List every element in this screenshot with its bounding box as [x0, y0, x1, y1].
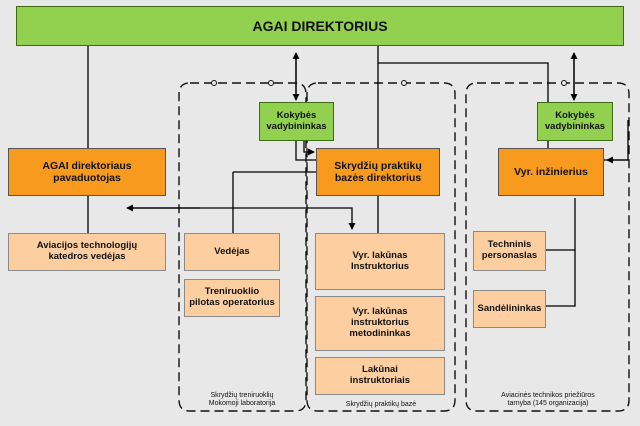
- connector-dot: [268, 80, 274, 86]
- quality-manager-right-box: Kokybės vadybininkas: [537, 102, 613, 141]
- storekeeper-box: Sandėlininkas: [473, 290, 546, 328]
- group-border-maintenance: [465, 82, 630, 412]
- simulator-operator-box: Treniruoklio pilotas operatorius: [184, 279, 280, 317]
- connector-dot: [561, 80, 567, 86]
- group-label-practice-base: Skrydžių praktikų bazė: [345, 401, 417, 408]
- group-border-simulator-lab: [178, 82, 307, 412]
- line-engineer-staff: [546, 198, 576, 307]
- group-label-maintenance: Aviacinės technikos priežiūros tarnyba (…: [501, 392, 595, 408]
- connector-dot: [211, 80, 217, 86]
- chief-engineer-box: Vyr. inžinierius: [498, 148, 604, 196]
- arrow-quality-left-base: [303, 141, 315, 156]
- technical-staff-box: Techninis personaslas: [473, 231, 546, 271]
- chief-methodist-box: Vyr. lakūnas instruktorius metodininkas: [315, 296, 445, 351]
- manager-box: Vedėjas: [184, 233, 280, 271]
- arrow-deputy-base: [130, 207, 356, 230]
- connector-dot: [401, 80, 407, 86]
- group-label-simulator-lab: Skrydžių treniruoklių Mokomoji laborator…: [208, 392, 276, 408]
- base-director-box: Skrydžių praktikų bazės direktorius: [316, 148, 440, 196]
- quality-manager-left-box: Kokybės vadybininkas: [259, 102, 334, 141]
- line-director-base: [377, 46, 549, 148]
- chief-instructor-box: Vyr. lakūnas Instruktorius: [315, 233, 445, 290]
- instructors-box: Lakūnai instruktoriais: [315, 357, 445, 395]
- line-quality-left: [295, 141, 318, 161]
- deputy-box: AGAI direktoriaus pavaduotojas: [8, 148, 166, 196]
- group-border-practice-base: [306, 82, 456, 412]
- director-box: AGAI DIREKTORIUS: [16, 6, 624, 46]
- dept-head-box: Aviacijos technologijų katedros vedėjas: [8, 233, 166, 271]
